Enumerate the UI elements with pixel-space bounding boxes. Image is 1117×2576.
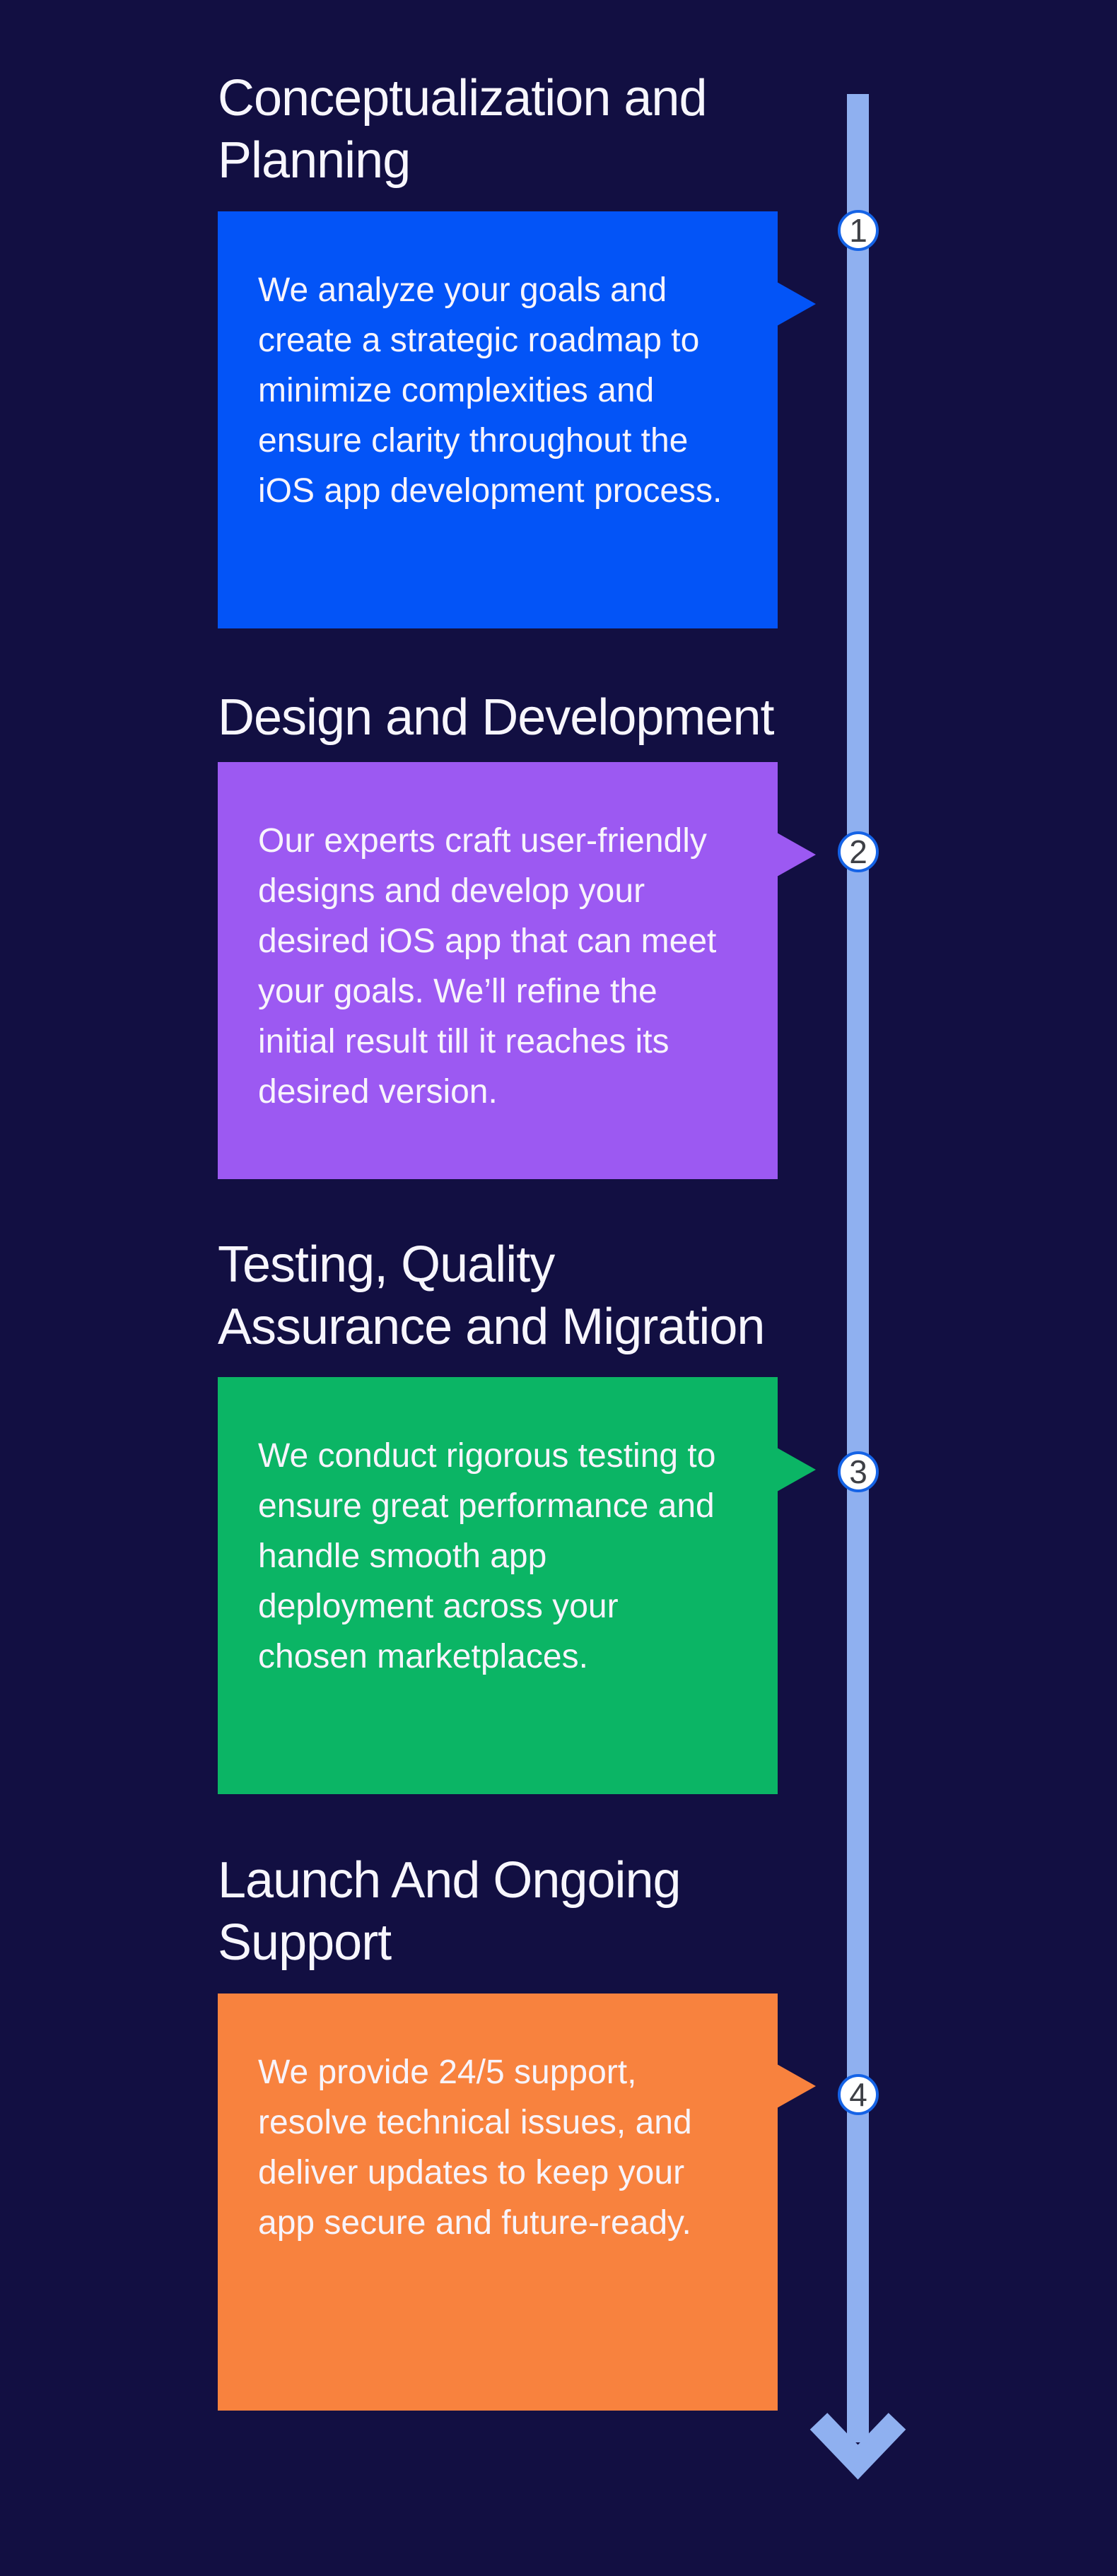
- step-description: We provide 24/5 support, resolve technic…: [258, 2054, 692, 2242]
- step-number-badge: 4: [838, 2074, 879, 2115]
- step-number: 2: [849, 833, 867, 870]
- section-title: Design and Development: [218, 689, 774, 746]
- step-description: We conduct rigorous testing to ensure gr…: [258, 1437, 716, 1675]
- card-pointer-icon: [777, 1448, 816, 1492]
- step-description: Our experts craft user-friendly designs …: [258, 822, 717, 1111]
- step-description: We analyze your goals and create a strat…: [258, 271, 723, 510]
- card-pointer-icon: [777, 833, 816, 877]
- step-number: 1: [849, 212, 867, 249]
- card-pointer-icon: [777, 282, 816, 326]
- section-title: Conceptualization and Planning: [218, 70, 708, 189]
- step-number-badge: 3: [838, 1451, 879, 1492]
- section-title: Launch And Ongoing Support: [218, 1852, 682, 1971]
- card-pointer-icon: [777, 2064, 816, 2108]
- step-card: We conduct rigorous testing to ensure gr…: [218, 1377, 816, 1794]
- step-card: We provide 24/5 support, resolve technic…: [218, 1994, 816, 2411]
- step-number-badge: 1: [838, 210, 879, 251]
- step-number-badge: 2: [838, 831, 879, 872]
- step-card: We analyze your goals and create a strat…: [218, 211, 816, 628]
- section-title: Testing, Quality Assurance and Migration: [218, 1236, 765, 1355]
- step-card: Our experts craft user-friendly designs …: [218, 762, 816, 1179]
- timeline-bar: [847, 94, 869, 2442]
- arrow-down-icon: [809, 2413, 906, 2480]
- step-number: 4: [849, 2076, 867, 2113]
- step-number: 3: [849, 1453, 867, 1490]
